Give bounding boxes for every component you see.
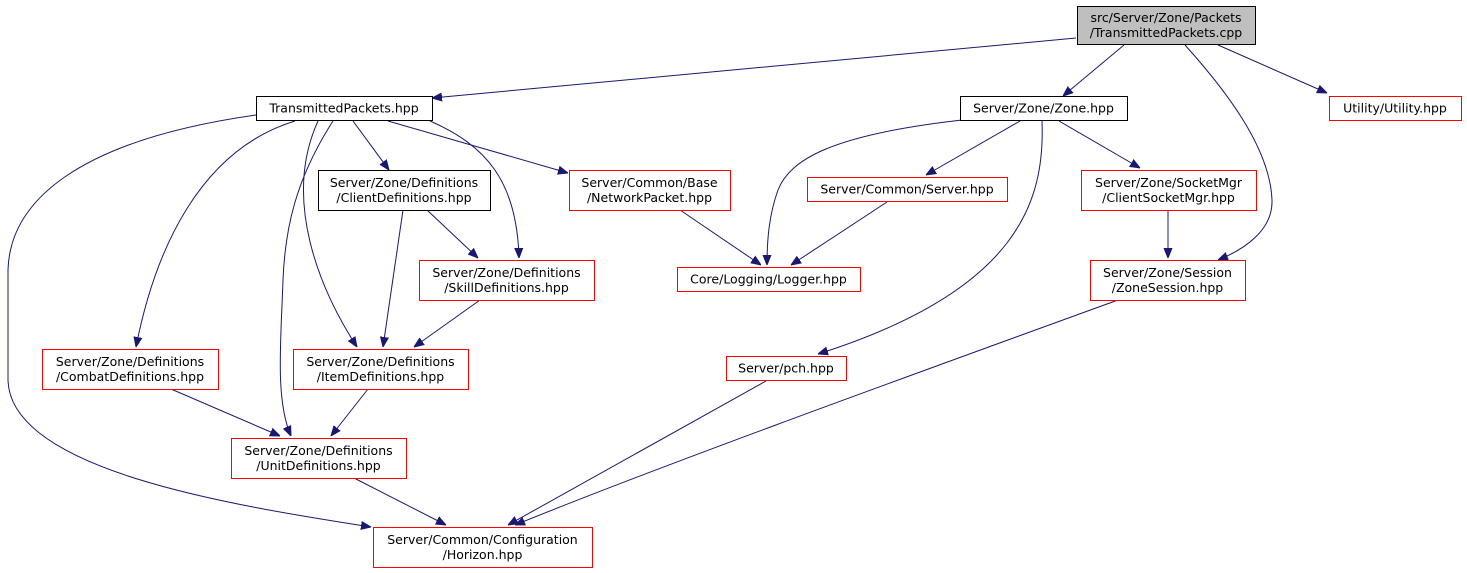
edge-transmitted-to-horizon [7,114,371,527]
edges-layer [7,37,1327,527]
edge-root-to-zone [1063,44,1125,96]
edge-root-to-zonesession [1184,44,1273,260]
edge-zone-to-server [926,120,1021,175]
edge-clientdefs-to-skilldefs [426,209,478,258]
node-pch[interactable]: Server/pch.hpp [726,356,847,381]
node-label: /Horizon.hpp [443,547,523,562]
node-label: /ItemDefinitions.hpp [317,369,445,384]
node-label: /CombatDefinitions.hpp [56,369,204,384]
edge-skilldefs-to-itemdefs [414,299,481,347]
edge-transmitted-to-clientdefs [352,120,389,170]
node-label: TransmittedPackets.hpp [268,101,418,116]
edge-zone-to-logger [767,119,963,265]
node-label: /ClientDefinitions.hpp [336,190,471,205]
node-box [807,177,1008,202]
node-label: Server/Zone/Zone.hpp [973,101,1114,116]
node-label: Server/Zone/Definitions [56,354,204,369]
node-zone[interactable]: Server/Zone/Zone.hpp [960,96,1128,121]
node-label: /UnitDefinitions.hpp [256,458,381,473]
node-logger[interactable]: Core/Logging/Logger.hpp [677,267,861,292]
node-label: /SkillDefinitions.hpp [444,280,569,295]
node-clientsocket[interactable]: Server/Zone/SocketMgr/ClientSocketMgr.hp… [1081,170,1257,211]
node-server[interactable]: Server/Common/Server.hpp [807,177,1008,202]
edge-itemdefs-to-unitdefs [331,388,369,436]
edge-root-to-transmitted [432,37,1077,98]
node-label: Server/Zone/Session [1103,265,1232,280]
nodes-layer: src/Server/Zone/Packets/TransmittedPacke… [42,6,1462,568]
node-label: Server/Zone/Definitions [432,265,580,280]
edge-transmitted-to-combatdefs [136,120,296,347]
edge-clientdefs-to-itemdefs [383,209,404,347]
node-box [1090,260,1246,301]
edge-transmitted-to-unitdefs [279,120,334,436]
node-label: Server/pch.hpp [738,361,834,376]
edge-zonesession-to-horizon [515,299,1119,525]
edge-zone-to-clientsocket [1058,120,1140,168]
edge-combatdefs-to-unitdefs [170,388,280,436]
node-label: Core/Logging/Logger.hpp [690,272,847,287]
node-root[interactable]: src/Server/Zone/Packets/TransmittedPacke… [1077,6,1256,45]
node-combatdefs[interactable]: Server/Zone/Definitions/CombatDefinition… [42,349,219,390]
node-skilldefs[interactable]: Server/Zone/Definitions/SkillDefinitions… [419,260,595,301]
node-box [726,356,847,381]
node-networkpacket[interactable]: Server/Common/Base/NetworkPacket.hpp [569,170,731,211]
node-itemdefs[interactable]: Server/Zone/Definitions/ItemDefinitions.… [293,349,469,390]
node-label: Server/Common/Server.hpp [820,182,993,197]
edge-zone-to-pch [818,120,1043,354]
node-box [373,527,593,568]
node-label: Server/Zone/Definitions [330,175,478,190]
node-label: Server/Zone/Definitions [244,443,392,458]
node-box [419,260,595,301]
node-label: Server/Zone/Definitions [306,354,454,369]
node-box [1081,170,1257,211]
edge-server-to-logger [791,201,888,265]
node-box [677,267,861,292]
edge-root-to-utility [1217,44,1327,93]
node-label: /NetworkPacket.hpp [587,190,712,205]
node-box [256,96,433,121]
node-box [1077,6,1256,45]
node-zonesession[interactable]: Server/Zone/Session/ZoneSession.hpp [1090,260,1246,301]
node-utility[interactable]: Utility/Utility.hpp [1329,96,1462,121]
node-box [318,170,491,211]
node-box [569,170,731,211]
node-label: Utility/Utility.hpp [1343,101,1447,116]
node-box [1329,96,1462,121]
node-label: Server/Zone/SocketMgr [1095,175,1243,190]
edge-transmitted-to-networkpacket [387,120,568,173]
node-label: /TransmittedPackets.cpp [1090,25,1243,40]
node-label: src/Server/Zone/Packets [1090,10,1241,25]
node-horizon[interactable]: Server/Common/Configuration/Horizon.hpp [373,527,593,568]
node-box [960,96,1128,121]
edge-unitdefs-to-horizon [353,477,446,525]
node-label: /ClientSocketMgr.hpp [1102,190,1235,205]
edge-pch-to-horizon [508,380,767,525]
node-box [231,438,407,479]
edge-transmitted-to-itemdefs [303,120,357,347]
edge-transmitted-to-skilldefs [429,120,519,258]
node-label: Server/Common/Configuration [387,532,578,547]
node-unitdefs[interactable]: Server/Zone/Definitions/UnitDefinitions.… [231,438,407,479]
node-label: Server/Common/Base [581,175,717,190]
node-box [293,349,469,390]
node-transmitted[interactable]: TransmittedPackets.hpp [256,96,433,121]
node-box [42,349,219,390]
edge-networkpacket-to-logger [679,209,761,265]
node-clientdefs[interactable]: Server/Zone/Definitions/ClientDefinition… [318,170,491,211]
node-label: /ZoneSession.hpp [1112,280,1224,295]
